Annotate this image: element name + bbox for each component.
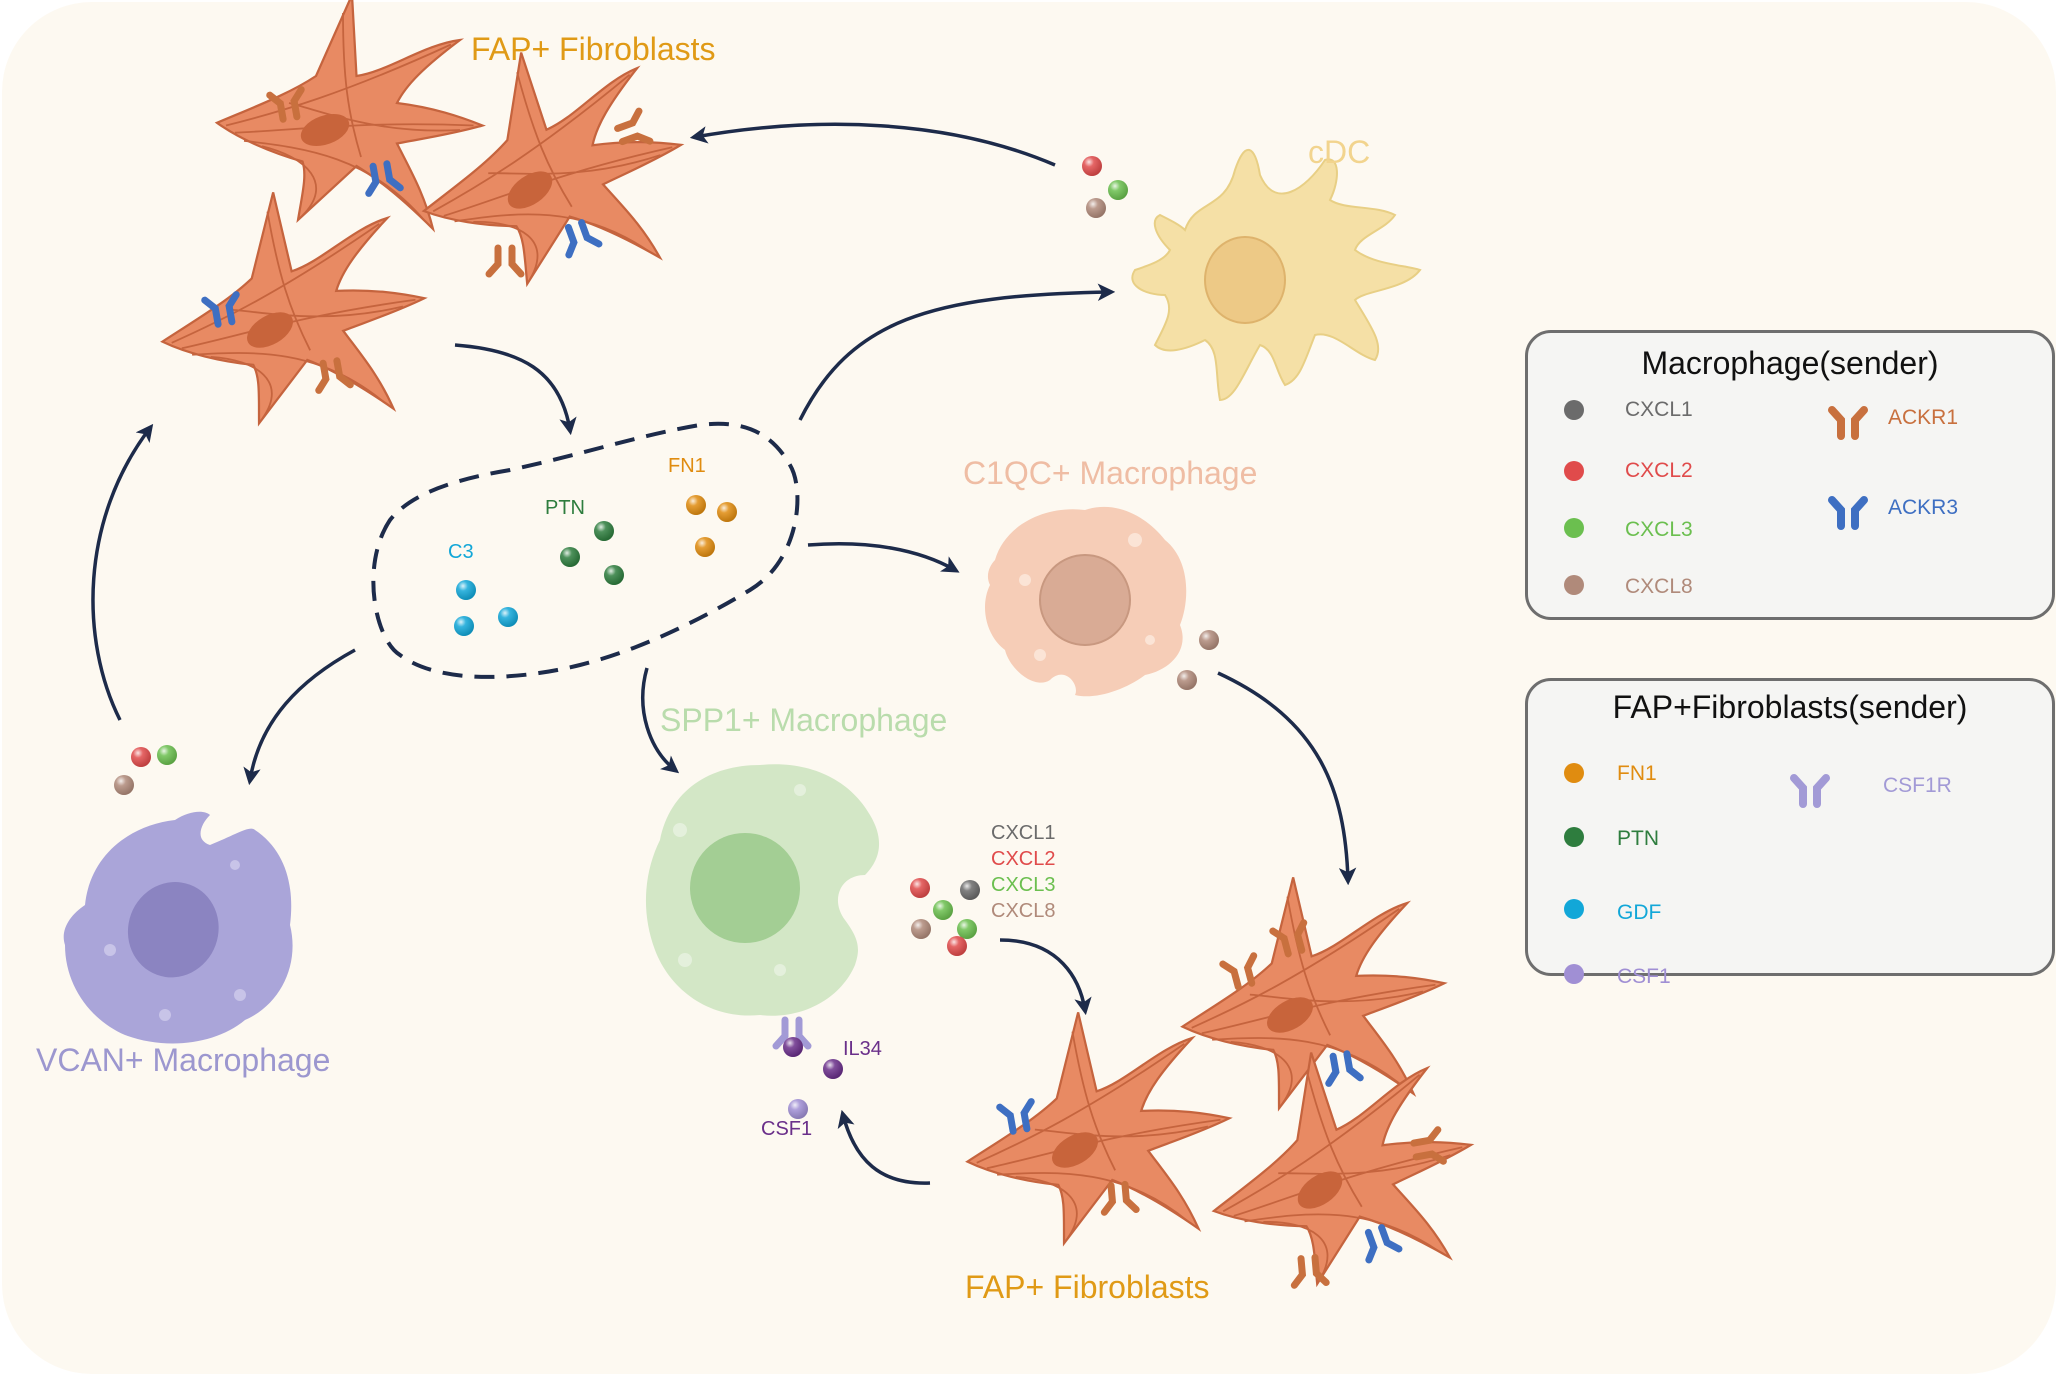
legend-cxcl3-label: CXCL3 xyxy=(1625,518,1693,541)
cxcl3-ligand-shine xyxy=(933,900,953,920)
spp1-cxcl2-label: CXCL2 xyxy=(991,848,1056,870)
spp1-macrophage-cell xyxy=(645,764,880,1016)
legend-gdf-label: GDF xyxy=(1617,901,1662,924)
legend-macrophage-title: Macrophage(sender) xyxy=(1641,345,1939,381)
legend-cxcl8-dot xyxy=(1564,575,1584,595)
legend-cxcl2-dot xyxy=(1564,461,1584,481)
c3-ligand-shine xyxy=(454,616,474,636)
fn1-ligand-shine xyxy=(695,537,715,557)
legend-fn1-label: FN1 xyxy=(1617,762,1657,785)
cxcl3-ligand-shine xyxy=(1108,180,1128,200)
csf1-label: CSF1 xyxy=(761,1118,813,1140)
spp1-cxcl3-label: CXCL3 xyxy=(991,874,1056,896)
legend-fibroblast-title: FAP+Fibroblasts(sender) xyxy=(1612,689,1968,725)
legend-ackr3-icon xyxy=(1828,496,1868,530)
arrow-secretome-to-spp1 xyxy=(641,667,680,774)
il34-ligand-shine xyxy=(823,1059,843,1079)
arrow-fap-to-secretome xyxy=(454,343,577,436)
c3-label: C3 xyxy=(448,541,474,563)
legend-cxcl3-dot xyxy=(1564,518,1584,538)
legend-fn1-dot xyxy=(1564,763,1584,783)
cxcl2-ligand-shine xyxy=(1082,156,1102,176)
legend-cxcl2-label: CXCL2 xyxy=(1625,459,1693,482)
arrow-spp1-to-fap-bottom xyxy=(999,938,1092,1016)
arrow-secretome-to-vcan xyxy=(243,648,356,786)
il34-ligand-shine xyxy=(783,1037,803,1057)
cxcl8-ligand-shine xyxy=(1086,198,1106,218)
c1qc-macrophage-cell xyxy=(985,506,1187,697)
cxcl2-ligand-shine xyxy=(131,747,151,767)
legend-ptn-label: PTN xyxy=(1617,827,1659,850)
legend-cxcl8-label: CXCL8 xyxy=(1625,575,1693,598)
c1qc-label: C1QC+ Macrophage xyxy=(963,455,1258,491)
cxcl3-ligand-shine xyxy=(157,745,177,765)
arrow-vcan-to-fap xyxy=(91,423,154,721)
legend-cxcl1-label: CXCL1 xyxy=(1625,398,1693,421)
il34-label: IL34 xyxy=(843,1038,882,1060)
fap-top-label: FAP+ Fibroblasts xyxy=(471,31,716,67)
spp1-cxcl8-label: CXCL8 xyxy=(991,900,1056,922)
arrow-fap-bottom-to-spp1 xyxy=(837,1109,931,1185)
legend-csf1-dot xyxy=(1564,964,1584,984)
cxcl2-ligand-shine xyxy=(947,936,967,956)
legend-ackr3-label: ACKR3 xyxy=(1888,496,1959,519)
legend-gdf-dot xyxy=(1564,899,1584,919)
ptn-label: PTN xyxy=(545,497,585,519)
ptn-ligand-shine xyxy=(594,521,614,541)
legend-fibroblast-sender: FAP+Fibroblasts(sender) FN1 PTN GDF CSF1… xyxy=(1525,678,2055,988)
legend-csf1-label: CSF1 xyxy=(1617,965,1671,988)
cxcl2-ligand-shine xyxy=(910,878,930,898)
c3-ligand-shine xyxy=(456,580,476,600)
arrow-secretome-to-c1qc xyxy=(807,541,960,573)
cdc-cell xyxy=(1131,148,1422,402)
secretome-dashed-region xyxy=(371,421,800,679)
spp1-label: SPP1+ Macrophage xyxy=(660,702,948,738)
arrow-cdc-to-fap-top xyxy=(689,122,1056,167)
cxcl8-ligand-shine xyxy=(1177,670,1197,690)
cxcl3-ligand-shine xyxy=(957,919,977,939)
cxcl8-ligand-shine xyxy=(911,919,931,939)
csf1-ligand-shine xyxy=(788,1099,808,1119)
vcan-label: VCAN+ Macrophage xyxy=(36,1042,331,1078)
legend-macrophage-sender: Macrophage(sender) CXCL1 CXCL2 CXCL3 CXC… xyxy=(1525,330,2055,620)
fap-bottom-label: FAP+ Fibroblasts xyxy=(965,1269,1210,1305)
legend-csf1r-icon xyxy=(1790,774,1830,808)
arrow-c1qc-to-fap-bottom xyxy=(1217,671,1357,886)
cxcl1-ligand-shine xyxy=(960,880,980,900)
fn1-label: FN1 xyxy=(668,455,706,477)
legend-ackr1-icon xyxy=(1828,406,1868,440)
ptn-ligand-shine xyxy=(560,547,580,567)
ligand-balls xyxy=(114,156,1219,1119)
spp1-cxcl1-label: CXCL1 xyxy=(991,822,1056,844)
legend-csf1r-label: CSF1R xyxy=(1883,774,1952,797)
arrows xyxy=(91,122,1357,1185)
cxcl8-ligand-shine xyxy=(1199,630,1219,650)
legend-ptn-dot xyxy=(1564,827,1584,847)
c3-ligand-shine xyxy=(498,607,518,627)
cdc-label: cDC xyxy=(1308,134,1371,170)
cxcl8-ligand-shine xyxy=(114,775,134,795)
ptn-ligand-shine xyxy=(604,565,624,585)
arrow-secretome-to-cdc xyxy=(798,283,1116,421)
legend-ackr1-label: ACKR1 xyxy=(1888,406,1959,429)
legend-cxcl1-dot xyxy=(1564,400,1584,420)
fn1-ligand-shine xyxy=(717,502,737,522)
vcan-macrophage-cell xyxy=(63,811,293,1044)
fn1-ligand-shine xyxy=(686,495,706,515)
